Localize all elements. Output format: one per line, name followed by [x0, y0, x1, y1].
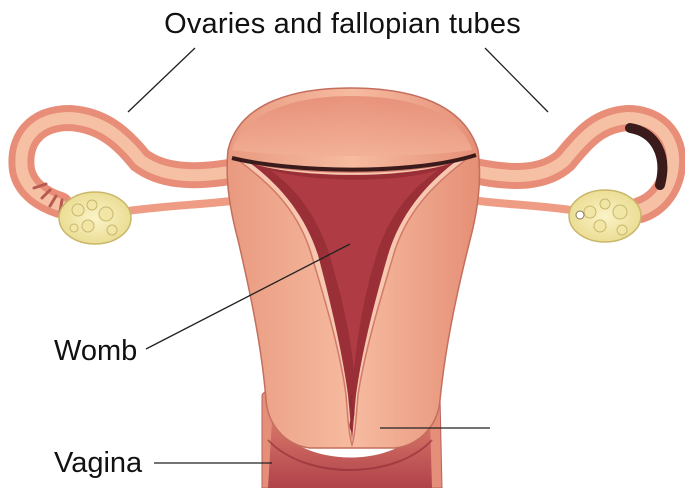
- uterus-body: [227, 88, 479, 448]
- label-ovaries-and-fallopian-tubes: Ovaries and fallopian tubes: [0, 10, 685, 39]
- label-womb: Womb: [54, 337, 137, 366]
- leader-line-right-tube: [485, 48, 548, 112]
- right-fallopian-tube: [470, 118, 673, 212]
- right-ovary: [569, 190, 641, 242]
- leader-line-left-tube: [128, 48, 195, 112]
- left-ovary: [59, 192, 131, 244]
- left-fallopian-tube: [21, 118, 240, 212]
- label-vagina: Vagina: [54, 449, 142, 478]
